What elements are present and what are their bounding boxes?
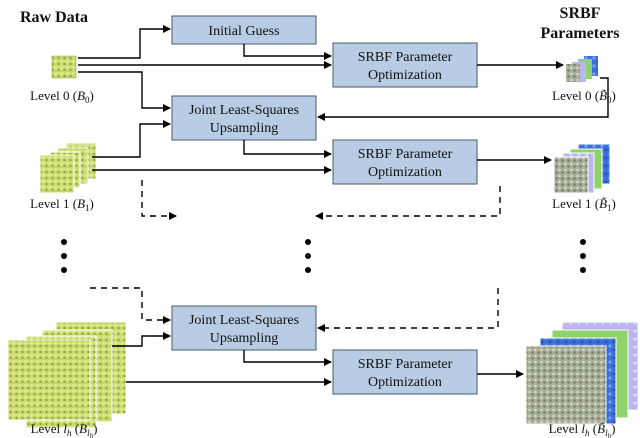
srbf-optimization-label-2: Optimization (368, 68, 442, 83)
srbf-heading-line1: SRBF (560, 5, 601, 22)
raw-level0-label: Level 0 (B0) (30, 88, 94, 105)
initial-guess-label: Initial Guess (208, 24, 279, 39)
joint-least-squares-box-levelh: Joint Least-Squares Upsampling (171, 305, 317, 351)
jls-label-1: Joint Least-Squares (189, 313, 299, 328)
raw-level1-label: Level 1 (B1) (30, 196, 94, 213)
srbf-optimization-label-1: SRBF Parameter (358, 50, 453, 65)
raw-data-heading: Raw Data (20, 9, 88, 26)
jls-label-1: Joint Least-Squares (189, 103, 299, 118)
srbf-optimization-label-2: Optimization (368, 165, 442, 180)
arrows-levelh (90, 287, 524, 386)
srbf-level0-label: Level 0 (B̃0) (552, 88, 616, 105)
srbf-level1-label: Level 1 (B̃1) (552, 196, 616, 213)
raw-texture-level1 (39, 142, 97, 194)
srbf-texture-level1 (553, 143, 611, 194)
joint-least-squares-box-level1: Joint Least-Squares Upsampling (171, 95, 317, 141)
srbf-texture-level0 (566, 56, 598, 82)
raw-texture-level0 (51, 55, 77, 79)
jls-label-2: Upsampling (210, 331, 278, 346)
jls-label-2: Upsampling (210, 121, 278, 136)
raw-levelh-label: Level lh (Blh) (31, 421, 98, 438)
srbf-levelh-label: Level lh (B̃lh) (549, 421, 616, 438)
srbf-optimization-label-1: SRBF Parameter (358, 147, 453, 162)
srbf-heading-line2: Parameters (540, 25, 619, 42)
arrows-level0 (78, 25, 609, 121)
srbf-texture-levelh (525, 321, 639, 425)
initial-guess-box: Initial Guess (171, 15, 317, 45)
srbf-optimization-box-levelh: SRBF Parameter Optimization (332, 349, 478, 395)
srbf-optimization-label-2: Optimization (368, 375, 442, 390)
srbf-optimization-label-1: SRBF Parameter (358, 357, 453, 372)
srbf-optimization-box-level0: SRBF Parameter Optimization (332, 42, 478, 88)
ellipsis-dots (61, 239, 586, 273)
srbf-optimization-box-level1: SRBF Parameter Optimization (332, 139, 478, 185)
arrows-level1 (92, 120, 552, 220)
raw-texture-levelh (7, 321, 127, 429)
